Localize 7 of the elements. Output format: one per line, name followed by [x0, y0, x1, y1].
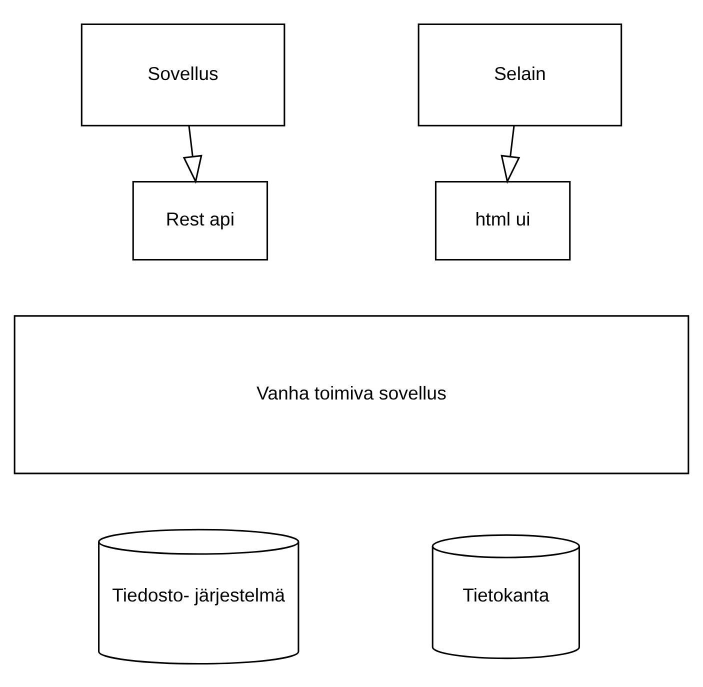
node-box: Selain	[418, 22, 622, 126]
node-box: Sovellus	[80, 22, 286, 126]
node-box: html ui	[434, 180, 571, 260]
arrow	[182, 125, 202, 184]
node-box: Rest api	[132, 180, 268, 260]
arrow	[500, 125, 520, 184]
node-box: Vanha toimiva sovellus	[14, 314, 690, 474]
